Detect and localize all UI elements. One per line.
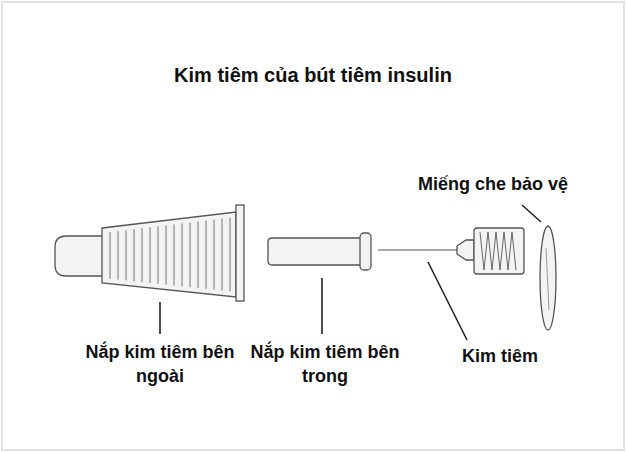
inner-needle-cap: [268, 233, 371, 270]
part-label: Miếng che bảo vệ: [418, 172, 568, 196]
outer-needle-cap: [55, 205, 244, 301]
leader-lines: [160, 205, 541, 340]
seal-shade: [546, 248, 549, 310]
part-label: Kim tiêm: [462, 344, 538, 368]
part-label: Nắp kim tiêm bên trong: [250, 340, 400, 389]
protective-seal: [540, 226, 556, 330]
part-label: Nắp kim tiêm bên ngoài: [70, 340, 250, 389]
diagram-title: Kim tiêm của bút tiêm insulin: [174, 62, 452, 89]
needle: [378, 228, 524, 274]
